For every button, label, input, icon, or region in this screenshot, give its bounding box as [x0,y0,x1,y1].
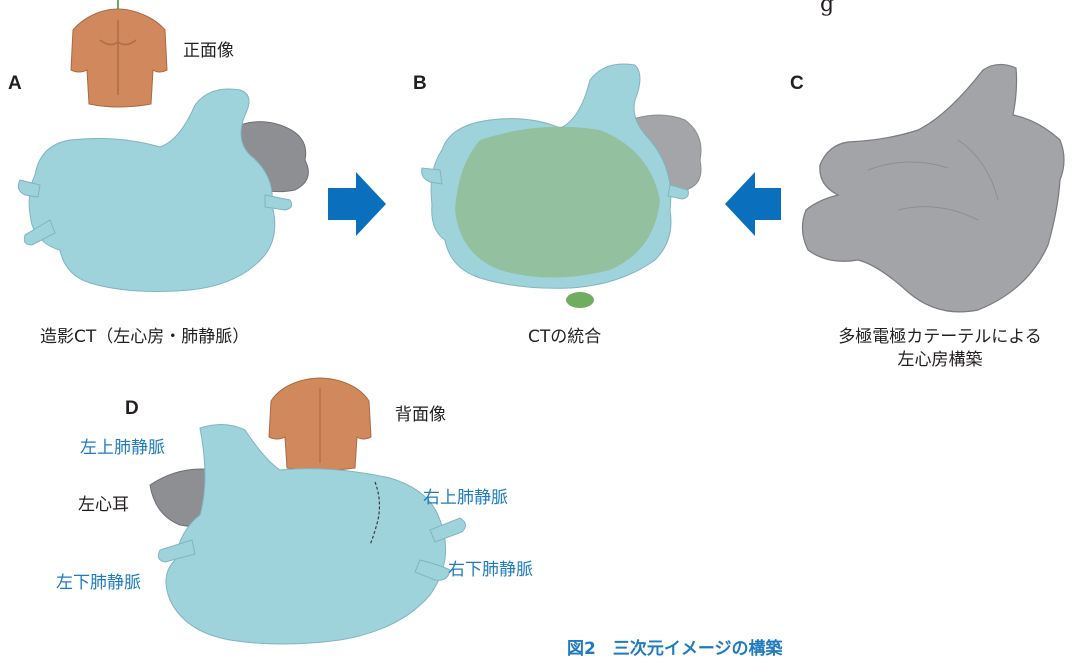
label-lspv: 左上肺静脈 [80,433,165,458]
panel-a-ct-model [10,85,330,305]
panel-b-caption: CTの統合 [528,322,601,347]
panel-d-ct-back-view [130,420,510,650]
panel-c-catheter-map [798,60,1078,310]
label-laa: 左心耳 [78,490,129,515]
label-rspv: 右上肺静脈 [423,483,508,508]
right-arrow-icon [328,172,388,236]
label-ripv: 右下肺静脈 [448,555,533,580]
panel-d-letter: D [125,398,139,420]
panel-b-merged-model [420,60,730,310]
panel-a-caption: 造影CT（左心房・肺静脈） [40,322,249,347]
label-lipv: 左下肺静脈 [56,568,141,593]
header-fragment: g [820,0,834,17]
left-arrow-icon [725,172,781,236]
panel-c-caption-line1: 多極電極カテーテルによる [805,322,1075,347]
panel-c-caption-line2: 左心房構築 [805,345,1075,370]
front-view-label: 正面像 [183,36,234,61]
